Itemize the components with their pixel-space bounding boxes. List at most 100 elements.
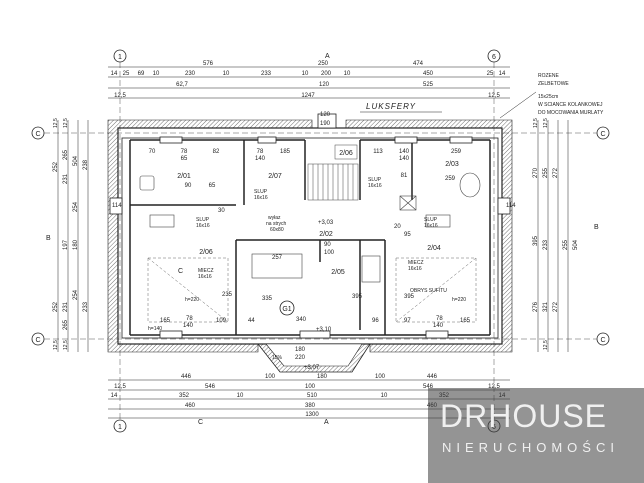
watermark: DRHOUSE NIERUCHOMOŚCI [428,388,644,483]
room-2-03: 2/03 [445,161,459,168]
svg-text:h=220: h=220 [452,297,466,303]
axis-c-bottom: C [198,419,203,426]
svg-text:165: 165 [160,318,171,324]
top-dims-row3: 62,7 120 525 [176,82,434,88]
annotation-note: ROZENE ZELBETOWE 15x25cm W SCIANCE KOLAN… [499,73,604,119]
svg-text:255: 255 [563,239,569,250]
svg-text:252: 252 [53,161,59,172]
svg-text:16x16: 16x16 [198,274,212,280]
svg-text:14: 14 [499,71,506,77]
svg-text:113: 113 [373,149,383,155]
svg-text:140: 140 [433,323,444,329]
bottom-dims-row4: 460 380 460 [185,403,438,409]
svg-text:h=140: h=140 [148,326,162,332]
svg-text:ZELBETOWE: ZELBETOWE [538,81,569,87]
svg-text:321: 321 [543,301,549,312]
svg-text:14: 14 [111,71,118,77]
svg-text:1247: 1247 [301,93,315,99]
svg-text:10: 10 [302,71,309,77]
svg-text:12,5: 12,5 [488,384,500,390]
svg-text:254: 254 [73,289,79,300]
svg-text:10: 10 [153,71,160,77]
svg-text:180: 180 [73,239,79,250]
svg-text:65: 65 [181,156,188,162]
svg-text:120: 120 [319,82,330,88]
svg-text:SLUP: SLUP [196,217,210,223]
svg-text:+3,03: +3,03 [318,220,334,226]
svg-text:10: 10 [223,71,230,77]
svg-text:231: 231 [63,173,69,184]
svg-text:MIECZ: MIECZ [198,268,214,274]
svg-text:81: 81 [401,173,408,179]
svg-text:395: 395 [533,235,539,246]
svg-text:180: 180 [317,374,328,380]
svg-text:69: 69 [138,71,145,77]
svg-text:h=220: h=220 [185,297,199,303]
stairs [307,144,359,201]
svg-text:114: 114 [506,203,516,209]
svg-text:235: 235 [222,292,233,298]
svg-text:12,5: 12,5 [533,118,539,128]
svg-text:12,5: 12,5 [63,118,69,128]
svg-text:446: 446 [181,374,192,380]
svg-text:na strych: na strych [266,221,287,227]
svg-text:255: 255 [543,167,549,178]
bottom-dims-row1: 446 100 180 100 446 [181,374,438,380]
svg-text:12,5: 12,5 [543,340,549,350]
top-dims-row1: 576 250 474 [203,61,424,67]
svg-text:230: 230 [185,71,196,77]
top-dims-row4: 12,5 1247 12,5 [114,93,500,99]
watermark-subtitle: NIERUCHOMOŚCI [442,440,619,455]
svg-text:10: 10 [237,393,244,399]
svg-text:90: 90 [185,183,192,189]
svg-text:SLUP: SLUP [424,217,438,223]
svg-text:200: 200 [321,71,332,77]
bottom-total: 1300 [305,412,319,418]
svg-text:95: 95 [404,232,411,238]
right-dimension-lines [537,120,569,352]
svg-text:16x16: 16x16 [408,266,422,272]
svg-text:20: 20 [394,224,401,230]
svg-text:10: 10 [344,71,351,77]
svg-text:ROZENE: ROZENE [538,73,560,79]
svg-text:380: 380 [305,403,316,409]
svg-text:12,5: 12,5 [114,93,126,99]
axis-c-left-bottom: C [35,337,40,344]
axis-1-bottom: 1 [118,424,122,431]
svg-text:259: 259 [451,149,462,155]
svg-text:wyłaz: wyłaz [268,215,281,221]
svg-text:25: 25 [487,71,494,77]
axis-c-left-top: C [35,131,40,138]
svg-text:12,5: 12,5 [114,384,126,390]
room-2-02: 2/02 [319,231,333,238]
svg-text:78: 78 [181,149,188,155]
left-dims: 12,5 252 231 197 231 252 12,5 12,5 265 2… [53,118,89,350]
svg-text:233: 233 [261,71,272,77]
svg-text:14: 14 [111,393,118,399]
svg-text:12,5: 12,5 [488,93,500,99]
svg-text:16x16: 16x16 [254,195,268,201]
svg-text:12,5: 12,5 [53,118,59,128]
svg-text:120: 120 [320,112,331,118]
svg-text:100: 100 [265,374,276,380]
svg-text:W SCIANCE KOLANKOWEJ: W SCIANCE KOLANKOWEJ [538,102,603,108]
room-2-07: 2/07 [268,173,282,180]
svg-text:276: 276 [533,301,539,312]
svg-text:100: 100 [324,250,335,256]
svg-text:238: 238 [83,159,89,170]
svg-text:78: 78 [186,316,193,322]
room-2-04: 2/04 [427,245,441,252]
right-dims: 12,5 270 255 272 395 276 321 272 12,5 12… [533,118,579,350]
svg-text:97: 97 [404,318,411,324]
svg-text:250: 250 [318,61,329,67]
svg-text:15x25cm: 15x25cm [538,94,558,100]
room-2-06-top: 2/06 [339,150,353,157]
svg-text:259: 259 [445,176,456,182]
svg-text:395: 395 [404,294,415,300]
svg-text:450: 450 [423,71,434,77]
svg-text:265: 265 [63,149,69,160]
luksfery-label: LUKSFERY [366,102,416,111]
svg-text:252: 252 [53,301,59,312]
svg-text:SLUP: SLUP [368,177,382,183]
